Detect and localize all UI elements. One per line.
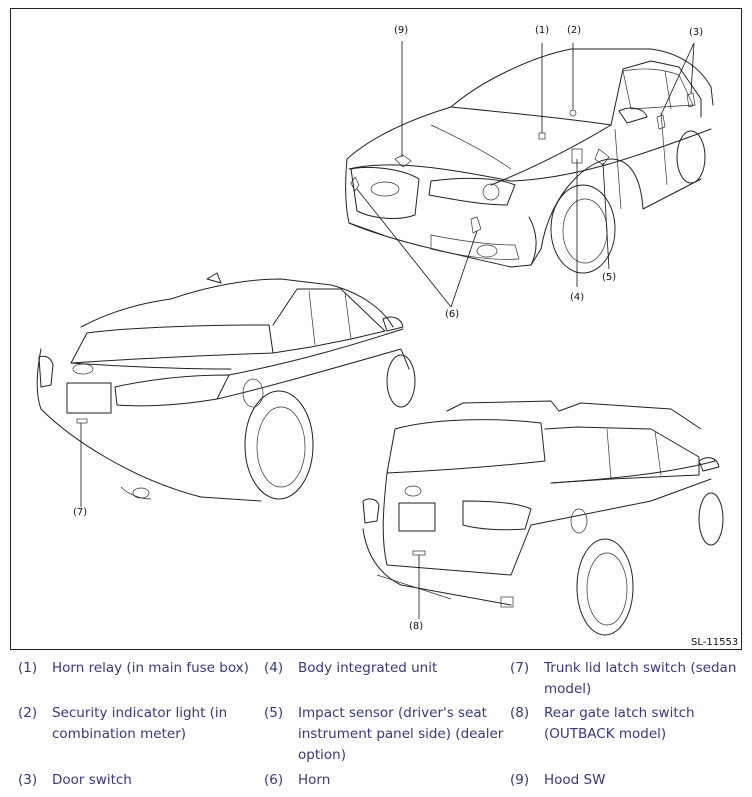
component-location-figure: (1) (2) (3) (4) (5) (6) (7) (8) (9) SL-1… — [10, 8, 742, 650]
sedan-rear-view — [36, 272, 416, 507]
legend-item-7: (7) Trunk lid latch switch (sedan model) — [502, 658, 752, 700]
legend-number: (8) — [510, 705, 530, 721]
legend-item-1: (1) Horn relay (in main fuse box) — [10, 658, 264, 679]
callout-9: (9) — [394, 25, 408, 36]
callout-3: (3) — [689, 27, 703, 38]
callout-8: (8) — [409, 621, 423, 632]
sedan-front-view — [345, 41, 714, 308]
legend-text: Trunk lid latch switch (sedan model) — [544, 660, 737, 697]
callout-4: (4) — [570, 292, 584, 303]
legend: (1) Horn relay (in main fuse box) (2) Se… — [10, 652, 742, 792]
callout-2: (2) — [567, 25, 581, 36]
legend-text: Body integrated unit — [298, 660, 438, 676]
figure-id: SL-11553 — [691, 637, 738, 648]
callout-1: (1) — [535, 25, 549, 36]
legend-text: Impact sensor (driver's seat instrument … — [298, 705, 504, 763]
legend-item-4: (4) Body integrated unit — [256, 658, 510, 679]
legend-item-2: (2) Security indicator light (in combina… — [10, 703, 264, 745]
callout-5: (5) — [602, 272, 616, 283]
callout-6: (6) — [445, 309, 459, 320]
legend-number: (3) — [18, 772, 38, 788]
legend-item-6: (6) Horn — [256, 770, 510, 791]
legend-text: Rear gate latch switch (OUTBACK model) — [544, 705, 695, 742]
legend-number: (5) — [264, 705, 284, 721]
legend-text: Door switch — [52, 772, 132, 788]
outback-rear-view — [362, 400, 724, 636]
car-illustrations: (1) (2) (3) (4) (5) (6) (7) (8) (9) SL-1… — [36, 25, 738, 648]
callout-7: (7) — [73, 507, 87, 518]
legend-text: Security indicator light (in combination… — [52, 705, 228, 742]
legend-item-5: (5) Impact sensor (driver's seat instrum… — [256, 703, 510, 766]
legend-number: (9) — [510, 772, 530, 788]
legend-text: Horn — [298, 772, 331, 788]
legend-text: Hood SW — [544, 772, 606, 788]
legend-number: (6) — [264, 772, 284, 788]
legend-item-3: (3) Door switch — [10, 770, 264, 791]
legend-number: (2) — [18, 705, 38, 721]
callout-labels: (1) (2) (3) (4) (5) (6) (7) (8) (9) SL-1… — [73, 25, 738, 648]
legend-number: (1) — [18, 660, 38, 676]
legend-item-8: (8) Rear gate latch switch (OUTBACK mode… — [502, 703, 752, 745]
legend-number: (4) — [264, 660, 284, 676]
legend-item-9: (9) Hood SW — [502, 770, 752, 791]
legend-text: Horn relay (in main fuse box) — [52, 660, 249, 676]
legend-number: (7) — [510, 660, 530, 676]
